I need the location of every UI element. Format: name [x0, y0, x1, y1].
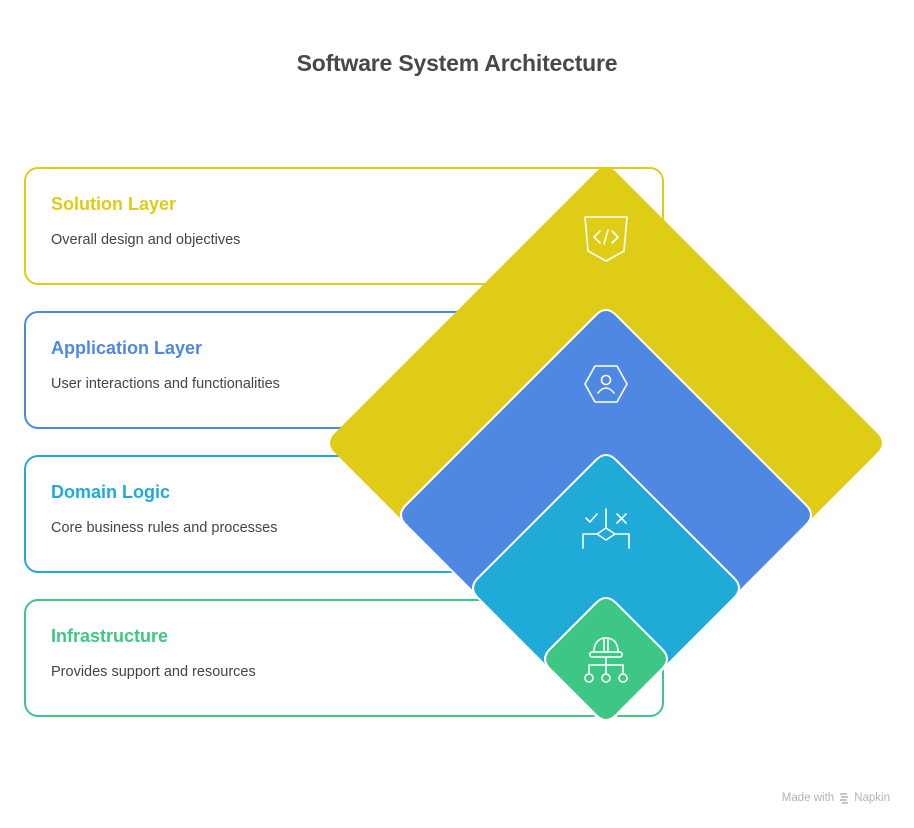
card-description: User interactions and functionalities [51, 376, 280, 392]
napkin-logo-icon [840, 793, 849, 804]
card-title: Solution Layer [51, 194, 177, 214]
card-description: Provides support and resources [51, 664, 256, 680]
code-shield-icon [584, 216, 628, 262]
page-title: Software System Architecture [296, 50, 618, 76]
card-title: Infrastructure [51, 626, 169, 646]
brand-text: Napkin [854, 792, 890, 804]
card-description: Overall design and objectives [51, 232, 241, 248]
made-with-text: Made with [781, 792, 835, 804]
decision-flow-icon [582, 508, 630, 549]
footer-attribution: Made with Napkin [782, 792, 890, 804]
user-hexagon-icon [584, 365, 628, 403]
card-title: Application Layer [51, 338, 203, 358]
card-description: Core business rules and processes [51, 520, 278, 536]
hardhat-network-icon [584, 637, 628, 683]
card-title: Domain Logic [51, 482, 171, 502]
